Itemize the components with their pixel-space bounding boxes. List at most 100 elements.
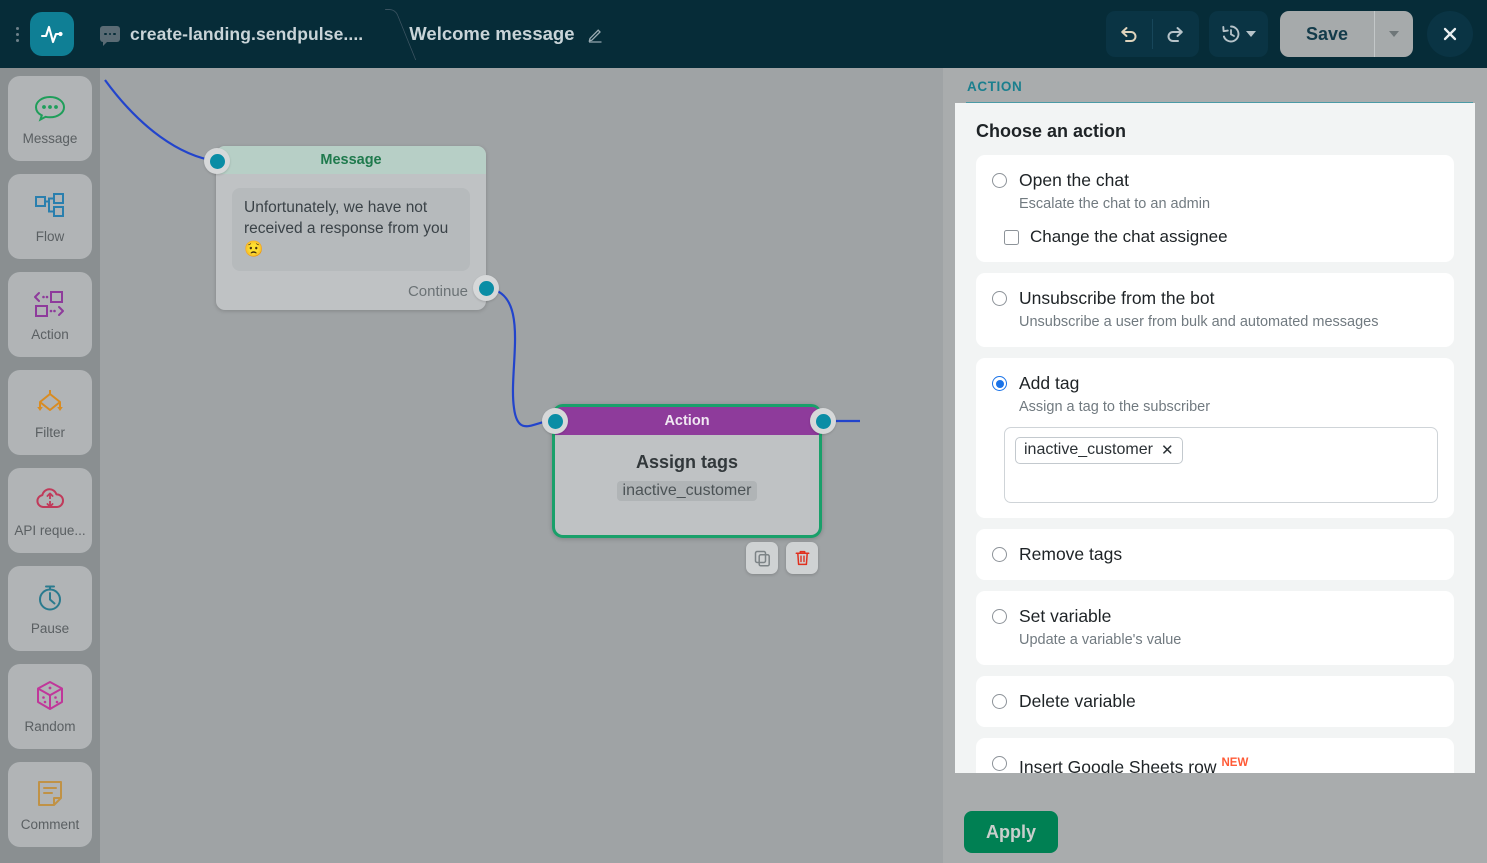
sidebar-item-pause[interactable]: Pause [8,566,92,651]
save-divider [1374,11,1375,57]
chevron-down-icon [1245,31,1256,37]
chat-bubble-icon [32,92,68,124]
save-button[interactable]: Save [1305,23,1348,44]
redo-button[interactable] [1153,11,1199,57]
flow-nodes-icon [32,190,68,222]
option-set-variable[interactable]: Set variable Update a variable's value [976,591,1454,665]
top-bar: create-landing.sendpulse.... Welcome mes… [0,0,1487,68]
breadcrumb-project-label: create-landing.sendpulse.... [130,23,364,44]
option-title: Delete variable [1019,691,1136,711]
sidebar-item-label: Filter [35,424,65,440]
sidebar-item-label: API reque... [14,522,86,538]
sidebar-item-flow[interactable]: Flow [8,174,92,259]
option-title: Unsubscribe from the bot [1019,288,1215,308]
page-title: Welcome message [409,23,575,44]
message-block-output-port[interactable] [473,275,499,301]
tag-chip-label: inactive_customer [1024,441,1153,458]
left-sidebar: Message Flow [0,68,100,863]
stopwatch-icon [32,582,68,614]
copy-block-button[interactable] [746,542,778,574]
checkbox-change-chat-assignee-row[interactable]: Change the chat assignee [1004,227,1438,247]
action-block-tag: inactive_customer [616,481,758,501]
pulse-logo-icon [40,25,63,44]
breadcrumb-project[interactable]: create-landing.sendpulse.... [100,23,364,46]
option-title: Open the chat [1019,170,1129,190]
message-block[interactable]: Message Unfortunately, we have not recei… [216,146,486,310]
app-logo[interactable] [30,12,74,56]
option-delete-variable[interactable]: Delete variable [976,676,1454,727]
chat-icon [100,26,120,46]
sidebar-item-label: Action [31,326,69,342]
action-settings-panel: ACTION Choose an action Open the chat Es… [943,68,1487,863]
radio-unsubscribe-from-the-bot[interactable] [992,291,1007,306]
action-block[interactable]: Action Assign tags inactive_customer [552,404,822,538]
sidebar-item-api-request[interactable]: API reque... [8,468,92,553]
tag-chip-remove-icon[interactable]: ✕ [1160,441,1174,459]
message-block-text: Unfortunately, we have not received a re… [232,188,470,271]
option-unsubscribe-from-the-bot[interactable]: Unsubscribe from the bot Unsubscribe a u… [976,273,1454,347]
radio-set-variable[interactable] [992,609,1007,624]
undo-redo-group [1105,11,1199,57]
connector-message-to-action [485,286,553,428]
breadcrumb-flow: Welcome message [409,23,603,45]
option-subtitle: Assign a tag to the subscriber [1019,399,1211,415]
dice-icon [32,680,68,712]
sidebar-item-action[interactable]: Action [8,272,92,357]
action-arrows-icon [32,288,68,320]
sidebar-item-random[interactable]: Random [8,664,92,749]
option-subtitle: Escalate the chat to an admin [1019,196,1211,212]
undo-arrow-icon [1121,26,1137,42]
sidebar-item-label: Random [24,718,76,734]
radio-delete-variable[interactable] [992,694,1007,709]
sidebar-item-filter[interactable]: Filter [8,370,92,455]
delete-block-button[interactable] [786,542,818,574]
new-badge: NEW [1221,757,1249,769]
history-clock-icon [1222,25,1240,43]
option-title: Add tag [1019,373,1080,393]
option-title-text: Insert Google Sheets row [1019,756,1217,773]
checkbox-change-chat-assignee[interactable] [1004,229,1019,245]
history-button[interactable] [1208,11,1268,57]
close-button[interactable] [1427,11,1473,57]
apply-button[interactable]: Apply [964,811,1059,853]
edit-pencil-icon[interactable] [587,26,604,43]
option-title: Set variable [1019,606,1112,626]
action-block-toolbar [746,542,818,574]
radio-remove-tags[interactable] [992,547,1007,562]
option-title: Remove tags [1019,544,1123,564]
tag-input-field[interactable]: inactive_customer ✕ [1004,427,1438,503]
sidebar-item-message[interactable]: Message [8,76,92,161]
action-block-title: Assign tags [635,452,739,472]
radio-add-tag[interactable] [992,376,1007,391]
action-block-output-port[interactable] [810,408,836,434]
option-title: Insert Google Sheets row NEW [1019,752,1262,773]
panel-scroll-area[interactable]: Choose an action Open the chat Escalate … [955,103,1475,773]
message-block-input-port[interactable] [204,148,230,174]
radio-insert-google-sheets-row[interactable] [992,756,1007,771]
undo-button[interactable] [1106,11,1152,57]
option-remove-tags[interactable]: Remove tags [976,529,1454,580]
action-block-header: Action [555,407,819,435]
radio-open-the-chat[interactable] [992,173,1007,188]
option-open-the-chat[interactable]: Open the chat Escalate the chat to an ad… [976,155,1454,262]
filter-diamond-icon [32,386,68,418]
option-add-tag[interactable]: Add tag Assign a tag to the subscriber i… [976,358,1454,518]
sidebar-item-label: Comment [20,816,80,832]
message-block-header: Message [216,146,486,174]
sidebar-item-label: Flow [35,228,65,244]
panel-heading: Choose an action [976,121,1127,141]
sidebar-item-label: Pause [30,620,70,636]
panel-tabs: ACTION [943,68,1487,102]
breadcrumb-separator [363,0,409,68]
save-dropdown-button[interactable] [1375,11,1413,57]
copy-icon [754,550,770,567]
trash-icon [795,550,809,566]
tag-chip[interactable]: inactive_customer ✕ [1015,437,1183,464]
sidebar-item-comment[interactable]: Comment [8,762,92,847]
tab-action[interactable]: ACTION [967,79,1023,94]
option-subtitle: Update a variable's value [1019,632,1182,648]
comment-note-icon [32,778,68,810]
action-block-input-port[interactable] [542,408,568,434]
app-menu-kebab-icon[interactable] [6,14,28,54]
